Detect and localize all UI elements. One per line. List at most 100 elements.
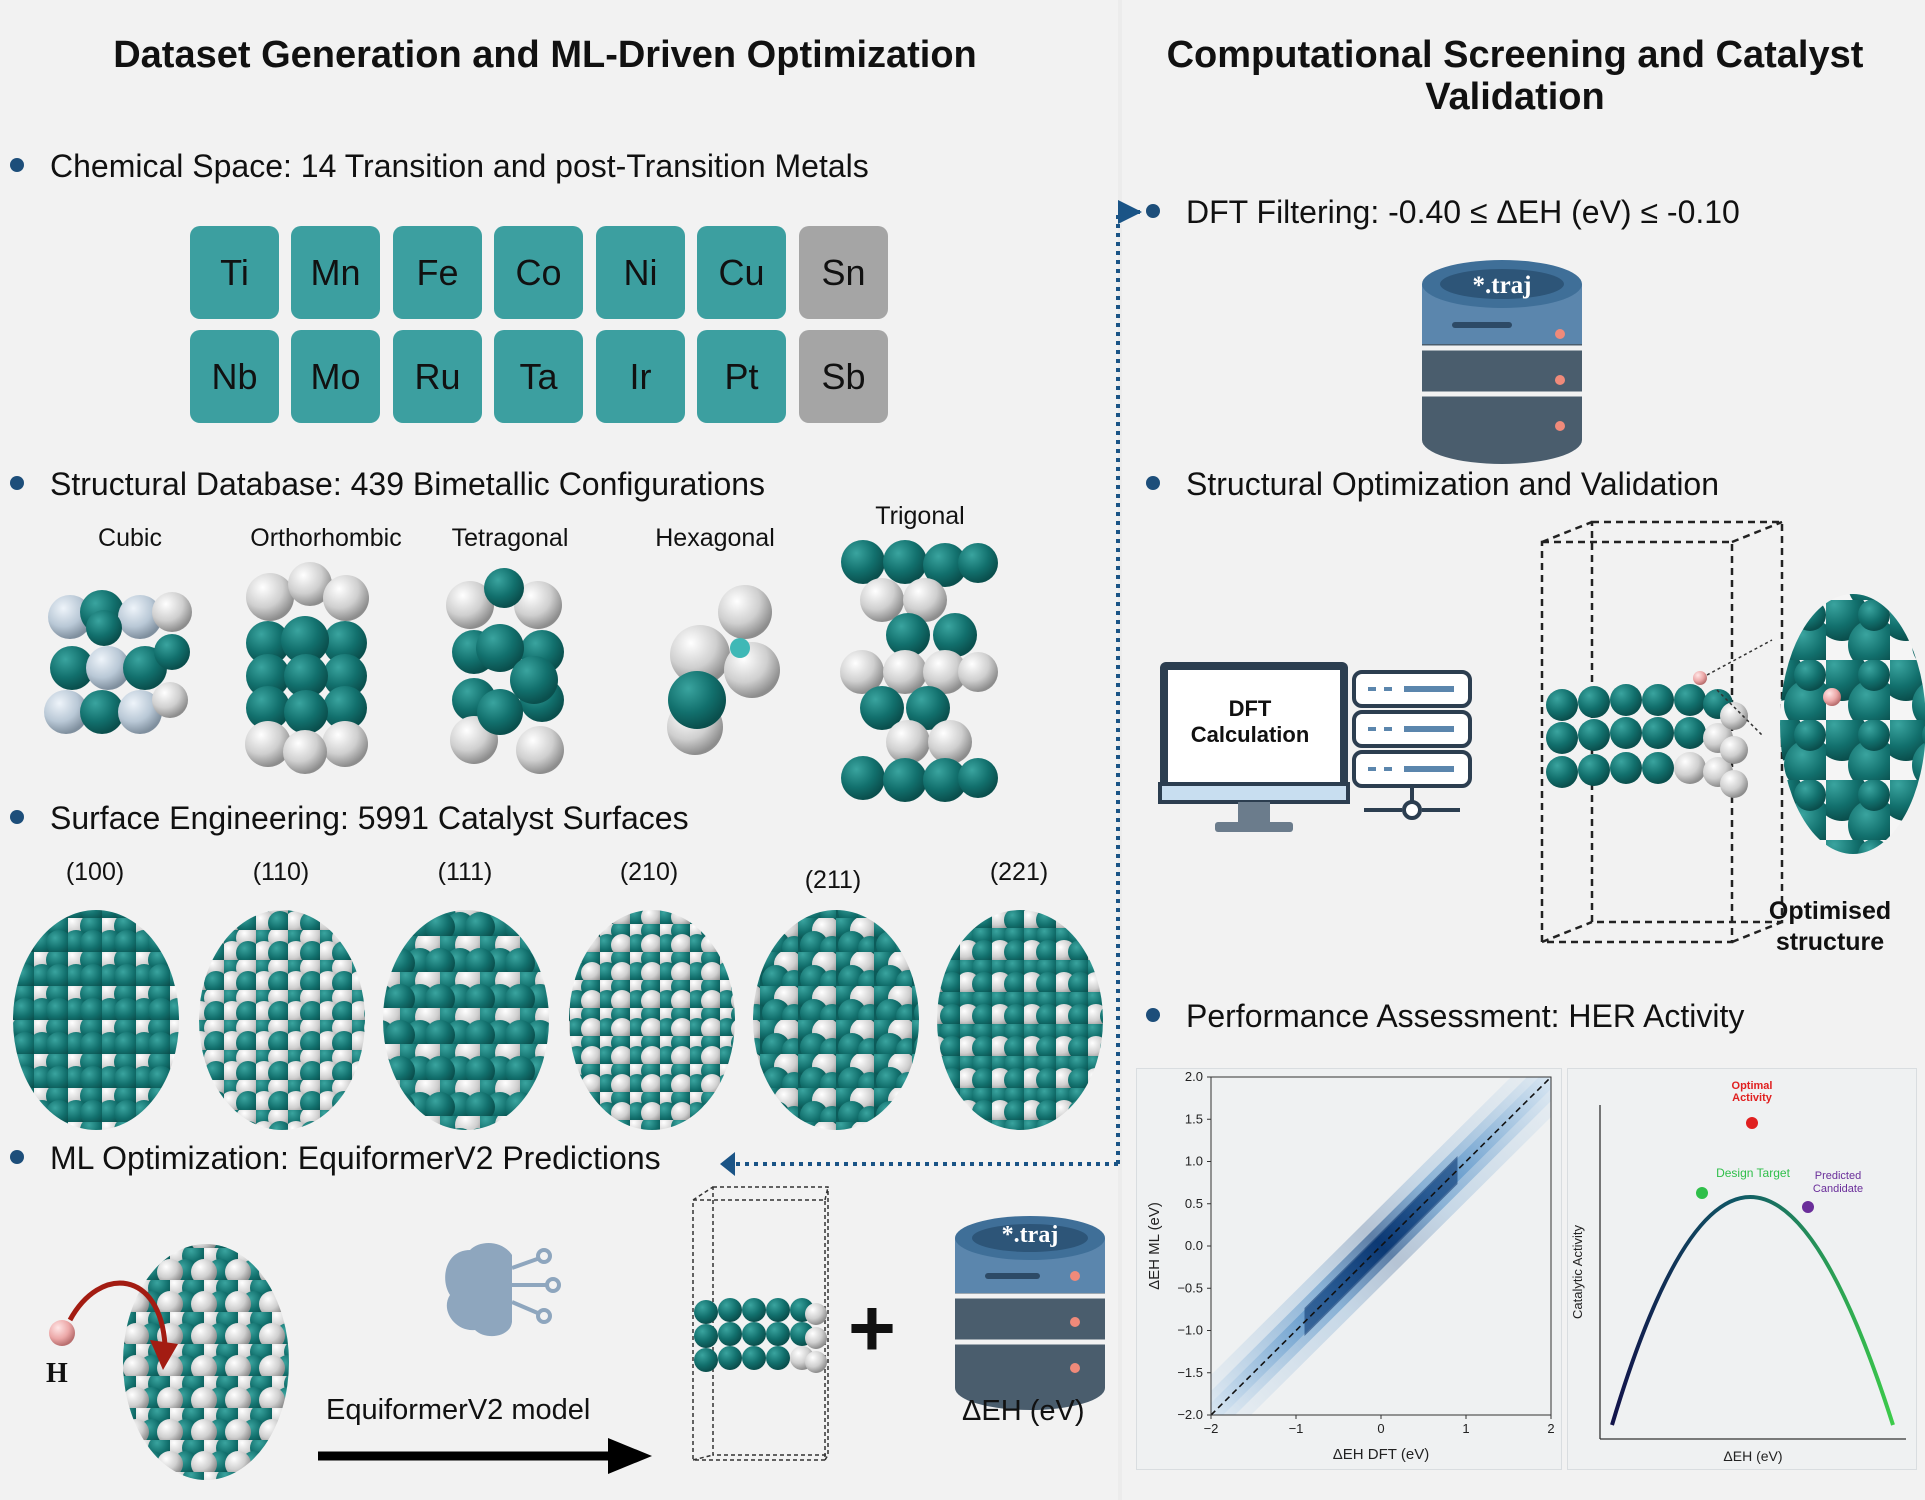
y-axis-label: Catalytic Activity — [1570, 1225, 1585, 1319]
structural-db-heading: Structural Database: 439 Bimetallic Conf… — [10, 466, 765, 503]
y-tick-label: −0.5 — [1177, 1280, 1203, 1295]
dft-filter-heading: DFT Filtering: -0.40 ≤ ΔEH (eV) ≤ -0.10 — [1146, 194, 1740, 231]
y-tick-label: −1.0 — [1177, 1323, 1203, 1338]
monitor-icon — [1158, 662, 1350, 832]
predicted-label-line1: Predicted — [1815, 1170, 1861, 1182]
hexagonal-structure — [667, 585, 780, 755]
facet-label-210: (210) — [619, 858, 679, 886]
element-pt: Pt — [697, 330, 786, 423]
chemical-space-heading: Chemical Space: 14 Transition and post-T… — [10, 148, 869, 185]
ml-opt-heading: ML Optimization: EquiformerV2 Prediction… — [10, 1140, 661, 1177]
surface-211 — [753, 910, 919, 1130]
lattice-label-tetragonal: Tetragonal — [451, 524, 569, 552]
bullet-icon — [10, 475, 24, 490]
element-ti: Ti — [190, 226, 279, 319]
facet-label-100: (100) — [65, 858, 125, 886]
cubic-structure — [44, 590, 192, 734]
database-label: *.traj — [1001, 1222, 1059, 1248]
x-tick-label: 2 — [1547, 1421, 1554, 1436]
slab-atoms-right — [1546, 671, 1748, 798]
adsorption-arrow-head-icon — [150, 1340, 178, 1370]
connector-arrow-left-icon — [720, 1152, 735, 1176]
facet-label-111: (111) — [437, 858, 493, 886]
element-nb: Nb — [190, 330, 279, 423]
y-tick-label: 0.5 — [1185, 1196, 1203, 1211]
bullet-icon — [10, 157, 24, 172]
optimal-point — [1746, 1117, 1758, 1129]
plus-sign: + — [848, 1283, 896, 1374]
bullet-icon — [10, 809, 24, 824]
performance-heading: Performance Assessment: HER Activity — [1146, 998, 1744, 1035]
right-visuals — [1158, 260, 1925, 944]
database-icon — [955, 1216, 1105, 1410]
element-ni: Ni — [596, 226, 685, 319]
server-icon — [1352, 670, 1472, 820]
design-target-label: Design Target — [1716, 1166, 1790, 1180]
y-tick-label: 1.0 — [1185, 1154, 1203, 1169]
element-fe: Fe — [393, 226, 482, 319]
facet-label-211: (211) — [804, 866, 862, 894]
predicted-point — [1802, 1201, 1814, 1213]
design-point — [1696, 1187, 1708, 1199]
y-tick-label: −2.0 — [1177, 1407, 1203, 1422]
bullet-icon — [1146, 203, 1160, 218]
element-co: Co — [494, 226, 583, 319]
connector-arrow-head-icon — [1118, 200, 1142, 224]
lattice-label-orthorhombic: Orthorhombic — [250, 524, 402, 552]
element-cu: Cu — [697, 226, 786, 319]
zoom-line-bottom — [1716, 689, 1763, 736]
volcano-curve — [1610, 1195, 1895, 1426]
workflow-arrow-head-icon — [608, 1438, 652, 1474]
right-panel-title: Computational Screening and Catalyst Val… — [1166, 34, 1864, 118]
x-axis-label: ΔEH DFT (eV) — [1333, 1446, 1429, 1463]
adsorption-arrow-icon — [67, 1280, 168, 1346]
struct-opt-heading: Structural Optimization and Validation — [1146, 466, 1719, 503]
density-core — [1304, 1155, 1458, 1337]
x-tick-label: 1 — [1462, 1421, 1469, 1436]
predicted-label-line2: Candidate — [1813, 1183, 1863, 1195]
bullet-icon — [1146, 1007, 1160, 1022]
tetragonal-structure — [446, 568, 564, 774]
facet-label-221: (221) — [989, 858, 1049, 886]
surface-eng-heading: Surface Engineering: 5991 Catalyst Surfa… — [10, 800, 689, 837]
x-axis-label: ΔEH (eV) — [1723, 1448, 1782, 1464]
bullet-icon — [10, 1149, 24, 1164]
y-tick-label: 2.0 — [1185, 1069, 1203, 1084]
hydrogen-zoom-icon — [1823, 688, 1841, 706]
element-sb: Sb — [799, 330, 888, 423]
element-mn: Mn — [291, 226, 380, 319]
bullet-icon — [1146, 475, 1160, 490]
x-tick-label: −1 — [1289, 1421, 1304, 1436]
trigonal-structure — [840, 540, 998, 802]
surface-100 — [13, 910, 179, 1130]
lattice-label-trigonal: Trigonal — [875, 502, 965, 530]
adsorption-surface — [123, 1244, 289, 1480]
optimised-label: Optimised structure — [1768, 897, 1892, 956]
y-tick-label: −1.5 — [1177, 1365, 1203, 1380]
surface-110 — [199, 910, 365, 1130]
optimal-label-line2: Activity — [1732, 1092, 1773, 1104]
left-panel-title: Dataset Generation and ML-Driven Optimiz… — [113, 34, 977, 76]
db-label-top: *.traj — [1472, 272, 1532, 299]
surface-221 — [937, 910, 1103, 1130]
adsorbate-label: H — [46, 1358, 68, 1389]
element-ir: Ir — [596, 330, 685, 423]
y-tick-label: 0.0 — [1185, 1238, 1203, 1253]
surface-111 — [383, 910, 549, 1130]
orthorhombic-structure — [245, 562, 369, 774]
element-ta: Ta — [494, 330, 583, 423]
atomic-structures — [13, 200, 1142, 1480]
energy-label: ΔEH (eV) — [962, 1395, 1085, 1427]
x-tick-label: 0 — [1377, 1421, 1384, 1436]
element-sn: Sn — [799, 226, 888, 319]
database-icon-top — [1422, 260, 1582, 464]
slab-atoms — [694, 1298, 827, 1373]
lattice-label-hexagonal: Hexagonal — [655, 524, 775, 552]
zoom-line-top — [1706, 639, 1773, 676]
optimal-label-line1: Optimal — [1732, 1080, 1773, 1092]
x-tick-label: −2 — [1204, 1421, 1219, 1436]
element-ru: Ru — [393, 330, 482, 423]
